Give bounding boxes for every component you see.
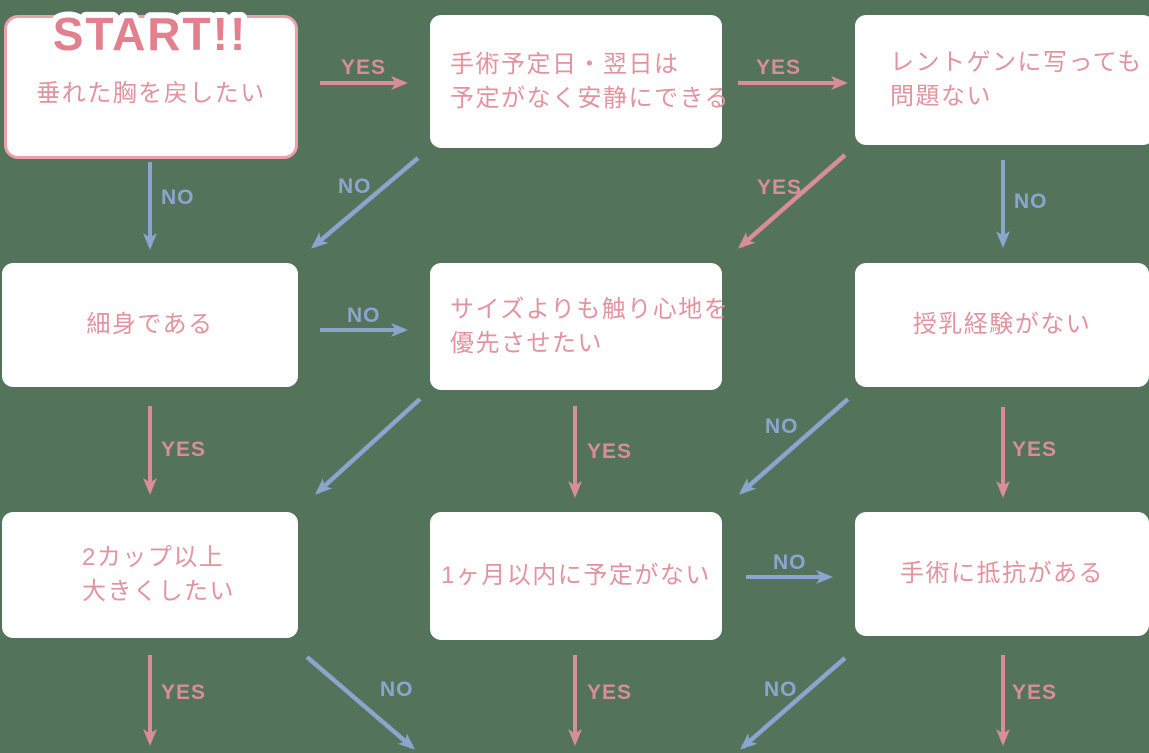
edge-label-no: NO bbox=[338, 175, 372, 198]
edge-label-no: NO bbox=[765, 415, 799, 438]
node-slim-text: 細身である bbox=[86, 311, 214, 338]
node-slim: 細身である bbox=[2, 263, 298, 387]
node-nursing-text: 授乳経験がない bbox=[912, 311, 1092, 338]
node-feel-line2: 優先させたい bbox=[450, 329, 603, 357]
node-feel: サイズよりも触り心地を 優先させたい bbox=[430, 263, 728, 390]
node-cups: 2カップ以上 大きくしたい bbox=[2, 512, 298, 638]
node-month: 1ヶ月以内に予定がない bbox=[430, 512, 722, 640]
edge-label-yes: YES bbox=[161, 681, 207, 704]
node-rest-line1: 手術予定日・翌日は bbox=[450, 50, 680, 78]
edge-label-no: NO bbox=[764, 678, 798, 701]
edge-label-yes: YES bbox=[587, 681, 633, 704]
node-rest: 手術予定日・翌日は 予定がなく安静にできる bbox=[430, 15, 729, 148]
arrow-xray-to-feel bbox=[737, 153, 847, 249]
node-surgery-text: 手術に抵抗がある bbox=[900, 560, 1104, 587]
edge-label-no: NO bbox=[773, 551, 807, 574]
edge-label-yes: YES bbox=[1012, 438, 1058, 461]
edge-label-yes: YES bbox=[1012, 681, 1058, 704]
edge-label-no: NO bbox=[347, 304, 381, 327]
node-nursing: 授乳経験がない bbox=[855, 263, 1149, 387]
edge-label-no: NO bbox=[380, 678, 414, 701]
node-cups-line1: 2カップ以上 bbox=[82, 544, 225, 571]
arrow-surgery-no-exit bbox=[739, 656, 847, 750]
arrow-cups-no-exit bbox=[305, 655, 416, 750]
arrow-nursing-to-month bbox=[738, 397, 850, 495]
arrow-rest-to-slim bbox=[310, 156, 420, 249]
node-surgery: 手術に抵抗がある bbox=[855, 512, 1149, 636]
node-xray-line1: レントゲンに写っても bbox=[890, 49, 1143, 76]
edge-label-no: NO bbox=[1014, 190, 1048, 213]
edge-label-yes: YES bbox=[757, 176, 803, 199]
edge-label-no: NO bbox=[161, 186, 195, 209]
node-start-text: 垂れた胸を戻したい bbox=[36, 80, 266, 107]
arrow-feel-to-cups bbox=[315, 397, 422, 495]
node-cups-line2: 大きくしたい bbox=[82, 578, 235, 605]
start-badge: START!! bbox=[47, 2, 252, 66]
start-badge-text: START!! bbox=[53, 8, 248, 60]
node-rest-line2: 予定がなく安静にできる bbox=[450, 84, 731, 112]
edge-label-yes: YES bbox=[161, 438, 207, 461]
node-feel-line1: サイズよりも触り心地を bbox=[450, 295, 730, 323]
edge-label-yes: YES bbox=[341, 56, 387, 79]
edge-label-yes: YES bbox=[756, 56, 802, 79]
node-month-text: 1ヶ月以内に予定がない bbox=[441, 562, 711, 589]
node-xray-line2: 問題ない bbox=[890, 83, 992, 110]
edge-label-yes: YES bbox=[587, 440, 633, 463]
node-xray: レントゲンに写っても 問題ない bbox=[855, 15, 1149, 145]
node-start: 垂れた胸を戻したい bbox=[4, 15, 298, 159]
